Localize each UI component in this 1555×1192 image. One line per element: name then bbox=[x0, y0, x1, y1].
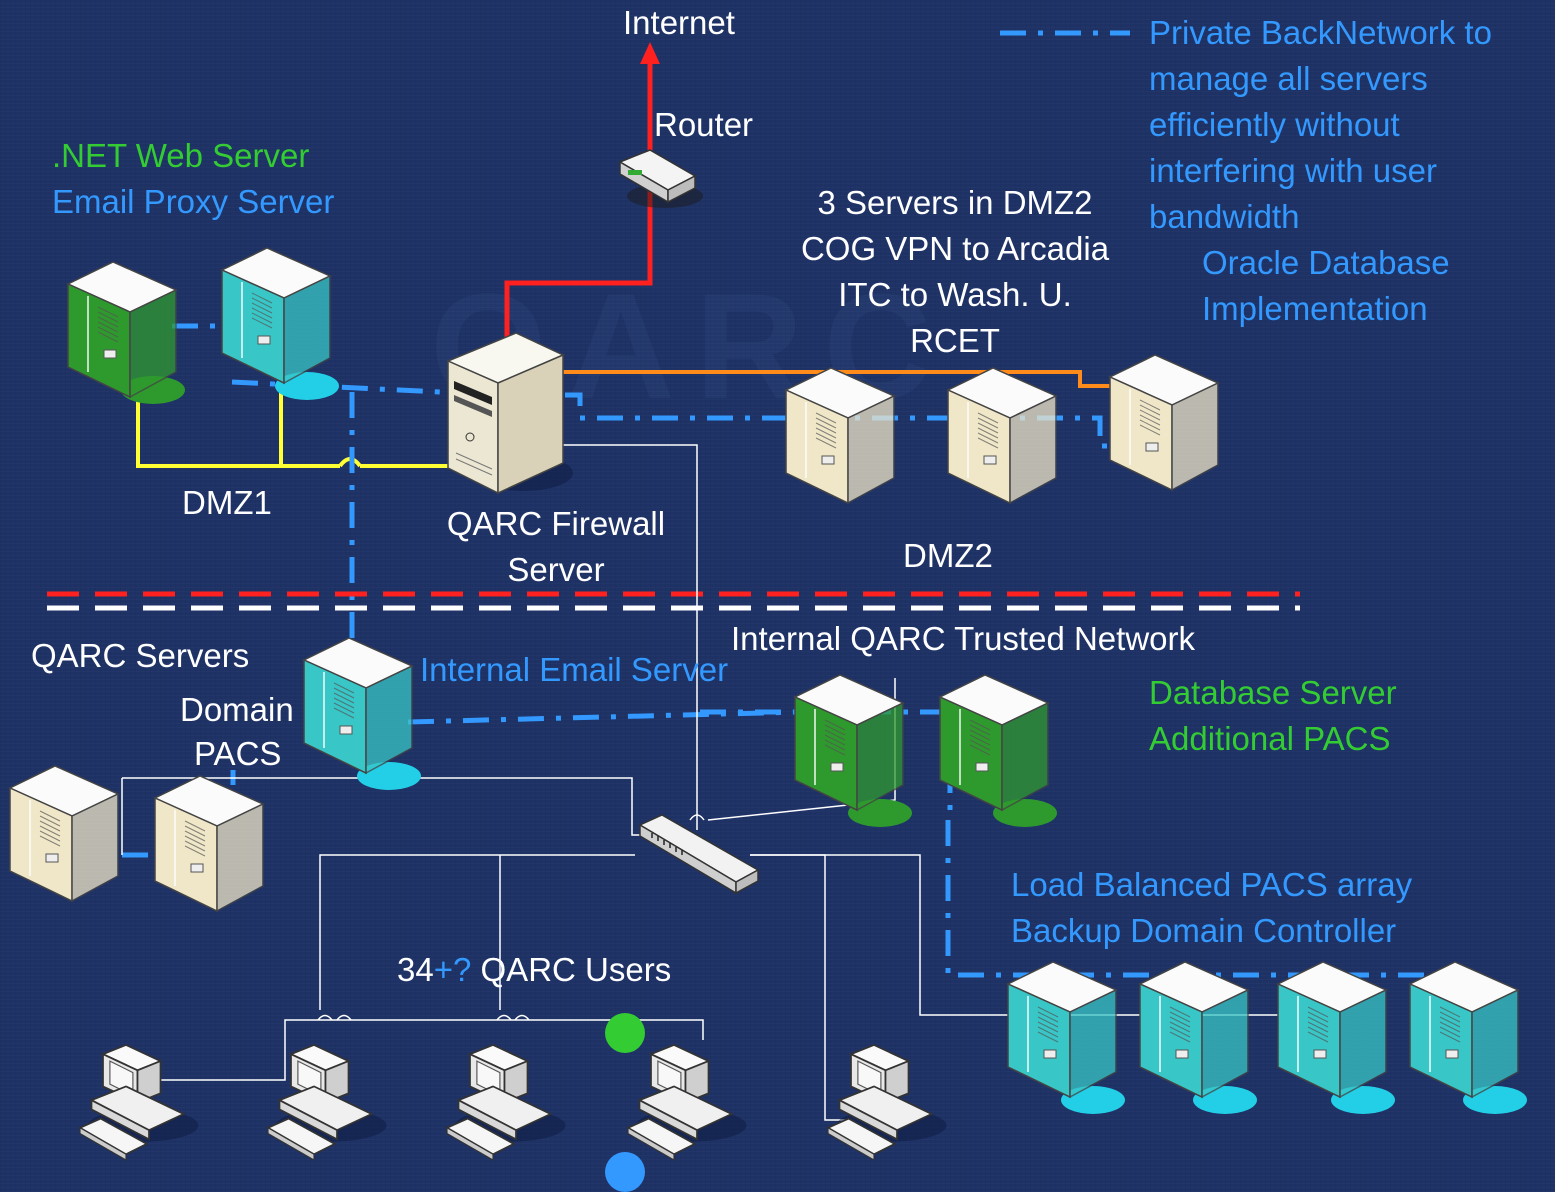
legend-line-4: interfering with user bbox=[1149, 152, 1437, 189]
email-proxy-server-icon bbox=[221, 247, 339, 400]
backup-dc-label: Backup Domain Controller bbox=[1011, 912, 1397, 949]
oracle-line-2: Implementation bbox=[1202, 290, 1428, 327]
workstation-2-icon bbox=[267, 1044, 388, 1161]
dmz2-desc-line-3: ITC to Wash. U. bbox=[838, 276, 1072, 313]
dmz1-link bbox=[136, 393, 455, 468]
dmz2-link bbox=[555, 370, 1125, 388]
legend-line-1: Private BackNetwork to bbox=[1149, 14, 1492, 51]
workstation-4-icon bbox=[627, 1044, 748, 1161]
trusted-network-label: Internal QARC Trusted Network bbox=[731, 620, 1195, 657]
router-label: Router bbox=[654, 106, 754, 143]
pacs-array-server-4-icon bbox=[1409, 961, 1527, 1114]
pacs-array-server-3-icon bbox=[1277, 961, 1395, 1114]
dmz2-desc-line-4: RCET bbox=[910, 322, 1000, 359]
zone-separators bbox=[47, 591, 1300, 611]
firewall-server-icon bbox=[446, 332, 573, 495]
blue-status-dot bbox=[605, 1152, 645, 1192]
net-web-server-label: .NET Web Server bbox=[52, 137, 310, 174]
switch-icon bbox=[638, 814, 760, 895]
dmz2-desc-line-2: COG VPN to Arcadia bbox=[800, 230, 1110, 267]
internet-label: Internet bbox=[623, 4, 735, 41]
pacs-label: PACS bbox=[194, 735, 282, 772]
firewall-label-line-1: QARC Firewall bbox=[446, 505, 666, 542]
internal-email-server-icon bbox=[303, 637, 421, 790]
domain-label: Domain bbox=[180, 691, 294, 728]
users-count: 34 bbox=[397, 951, 434, 988]
users-text: QARC Users bbox=[471, 951, 672, 988]
dmz2-label: DMZ2 bbox=[903, 537, 993, 574]
additional-pacs-label: Additional PACS bbox=[1149, 720, 1391, 757]
workstation-3-icon bbox=[446, 1044, 567, 1161]
net-web-server-icon bbox=[67, 261, 185, 404]
firewall-label-line-2: Server bbox=[507, 551, 605, 588]
oracle-line-1: Oracle Database bbox=[1202, 244, 1450, 281]
green-status-dot bbox=[605, 1013, 645, 1053]
legend-line-5: bandwidth bbox=[1149, 198, 1300, 235]
lan-links bbox=[121, 444, 1300, 1121]
pacs-array-server-1-icon bbox=[1007, 961, 1125, 1114]
legend-line-3: efficiently without bbox=[1149, 106, 1400, 143]
dmz2-server-1-icon bbox=[785, 367, 903, 505]
additional-pacs-server-icon bbox=[939, 674, 1057, 827]
qarc-servers-label: QARC Servers bbox=[31, 637, 250, 674]
email-proxy-label: Email Proxy Server bbox=[52, 183, 335, 220]
users-plus: +? bbox=[433, 951, 472, 988]
dmz2-desc-line-1: 3 Servers in DMZ2 bbox=[817, 184, 1093, 221]
workstation-1-icon bbox=[79, 1044, 200, 1161]
internal-email-label: Internal Email Server bbox=[420, 651, 729, 688]
load-balanced-label: Load Balanced PACS array bbox=[1011, 866, 1413, 903]
dmz2-server-2-icon bbox=[947, 367, 1065, 505]
pacs-array-server-2-icon bbox=[1139, 961, 1257, 1114]
internet-link bbox=[504, 42, 660, 345]
database-server-label: Database Server bbox=[1149, 674, 1397, 711]
pacs-server-icon bbox=[154, 775, 272, 913]
router-icon bbox=[618, 149, 703, 208]
database-server-icon bbox=[794, 674, 912, 827]
dmz1-label: DMZ1 bbox=[182, 484, 272, 521]
domain-server-icon bbox=[9, 765, 127, 903]
users-label: 34+? QARC Users bbox=[397, 947, 671, 993]
legend-line-2: manage all servers bbox=[1149, 60, 1428, 97]
workstation-5-icon bbox=[827, 1044, 948, 1161]
dmz2-server-3-icon bbox=[1109, 354, 1227, 492]
